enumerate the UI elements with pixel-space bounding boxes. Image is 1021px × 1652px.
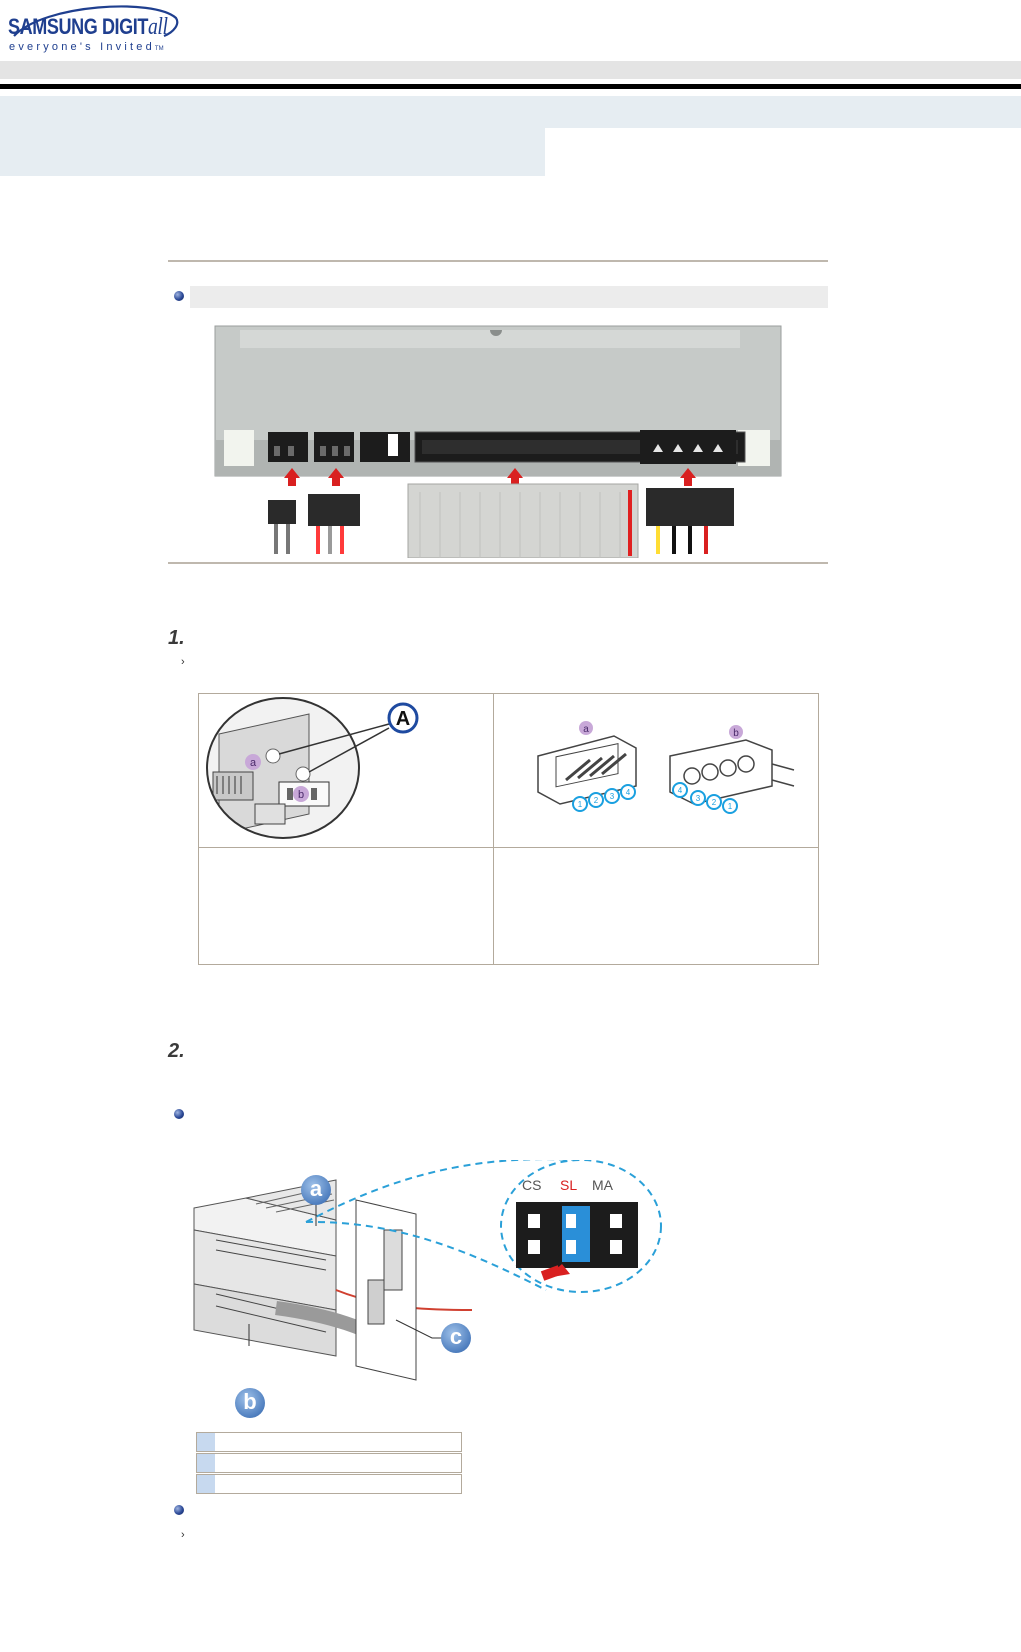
jumper-label-sl: SL [560,1177,577,1193]
pinout-label-a: a [583,724,589,735]
pin-a-3: 3 [610,792,615,801]
pin-b-4: 4 [678,786,683,795]
pin-a-4: 4 [626,788,631,797]
bullet-icon [174,1109,184,1119]
power-connector-desc-left [198,847,494,965]
logo-tm: TM [154,46,164,52]
pin-b-3: 3 [696,794,701,803]
subsection-heading-bar [190,286,828,308]
step-2-number: 2. [168,1040,185,1062]
samsung-logo-swoosh-icon [13,5,179,38]
legend-row-c [196,1474,462,1494]
bullet-icon [174,291,184,301]
jumper-installation-figure: CS SL MA [193,1160,662,1381]
pin-b-2: 2 [712,798,717,807]
legend-key-c [197,1475,215,1493]
logo-tagline: everyone's InvitedTM [9,41,164,53]
header-gray-bar [0,61,1021,79]
bullet-icon [174,1505,184,1515]
power-connector-pinout-figure: a 1 2 3 4 b [537,721,795,814]
jumper-label-ma: MA [592,1177,614,1193]
drive-rear-panel-figure [214,325,782,558]
logo-brand-suffix: all [148,14,168,40]
section-rule-bottom [168,562,828,564]
legend-key-a [197,1433,215,1451]
samsung-logo: SAMSUNG DIGITall [8,14,168,41]
installation-callout-b: b [235,1388,265,1418]
power-connector-detail-figure: A a b [206,697,419,839]
legend-row-b [196,1453,462,1473]
legend-key-b [197,1454,215,1472]
photo-label-b: b [298,789,304,801]
header-black-rule [0,84,1021,89]
photo-label-a: a [250,757,257,769]
installation-callout-a: a [301,1175,331,1205]
jumper-label-cs: CS [522,1177,541,1193]
logo-tagline-text: everyone's Invited [9,41,155,53]
power-connector-pinout-cell: a 1 2 3 4 b [493,693,819,848]
title-band-tab [545,96,1021,128]
pinout-label-b: b [733,728,739,739]
note-arrow-icon: › [181,1529,185,1541]
power-connector-photo-cell: A a b [198,693,494,848]
power-connector-table: A a b a 1 [198,693,819,965]
title-band [0,96,545,176]
step-1-arrow-icon: › [181,656,185,668]
callout-A-label: A [396,708,410,730]
step-1-number: 1. [168,627,185,649]
pin-a-1: 1 [578,800,583,809]
pin-b-1: 1 [728,802,733,811]
logo-brand-text: SAMSUNG DIGIT [8,14,149,39]
pin-a-2: 2 [594,796,599,805]
installation-callout-c: c [441,1323,471,1353]
section-rule-top [168,260,828,262]
title-band-corner [545,128,575,176]
power-connector-desc-right [493,847,819,965]
legend-row-a [196,1432,462,1452]
